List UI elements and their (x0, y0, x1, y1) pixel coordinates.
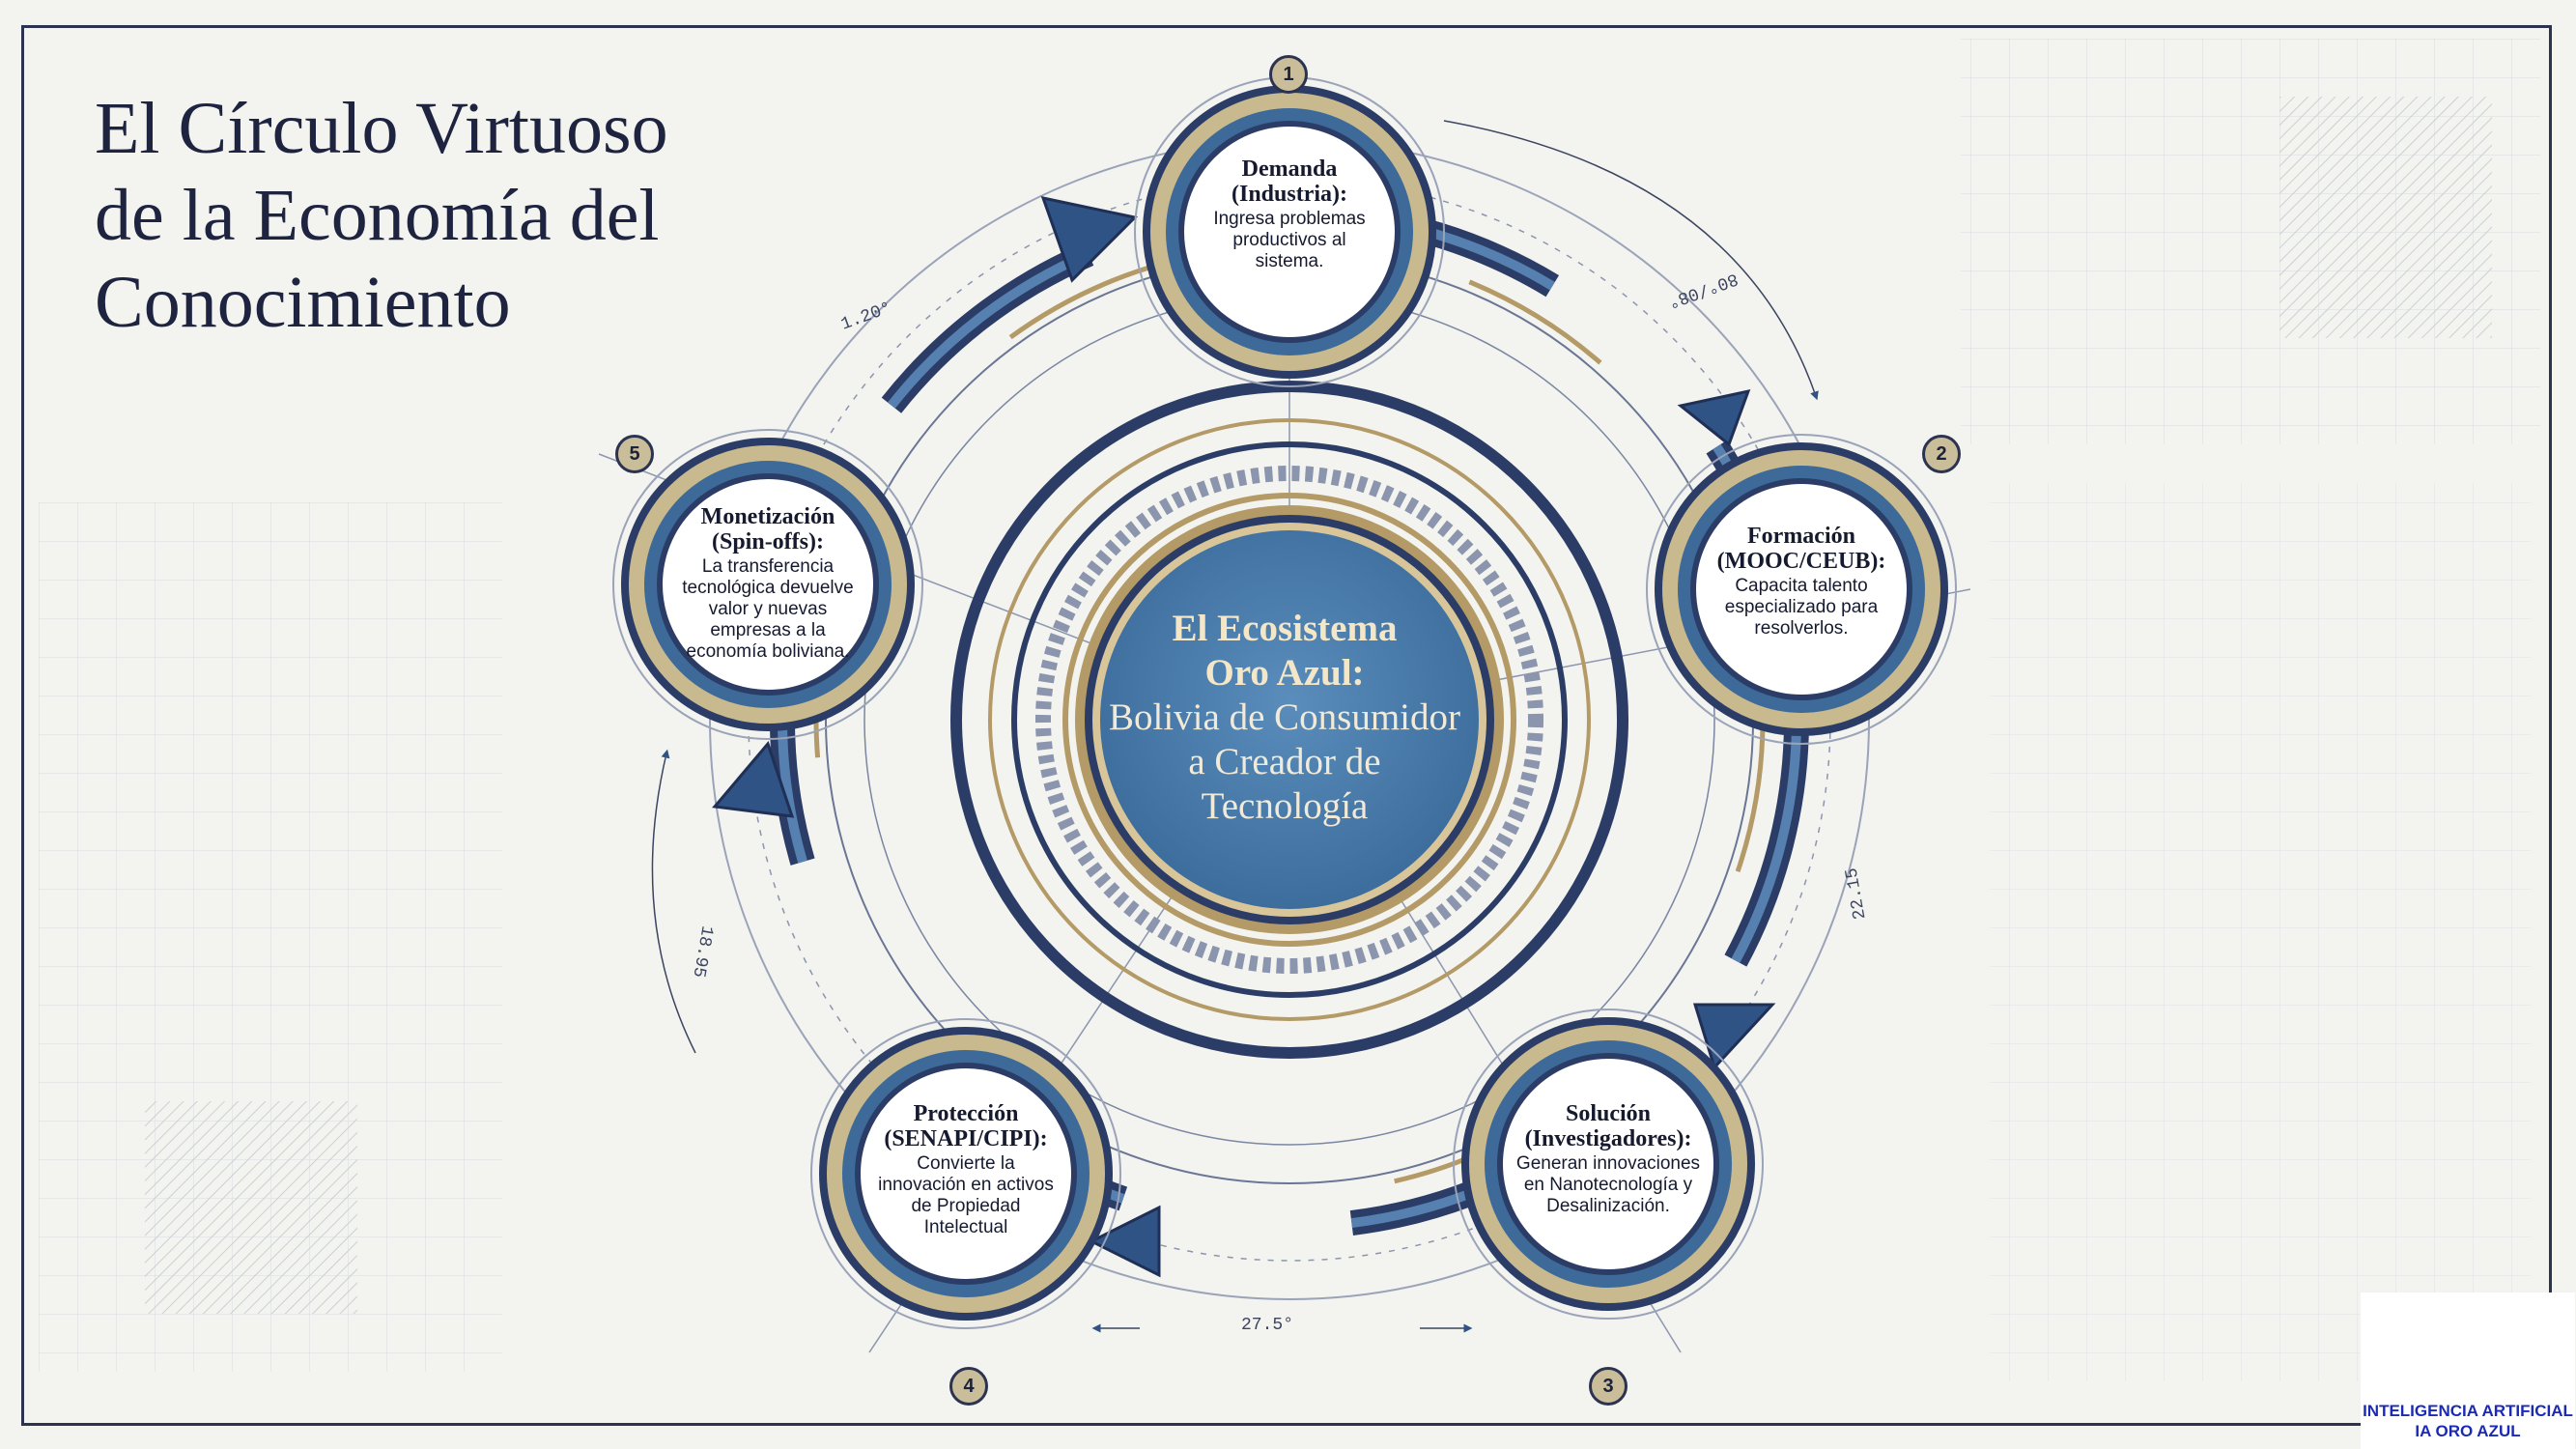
center-line-2: Oro Azul: (1204, 652, 1365, 694)
node-circle-3 (1453, 1009, 1764, 1320)
step-5-title: Monetización (Spin-offs): (700, 504, 835, 554)
title-line-3: Conocimiento (95, 262, 511, 343)
step-5-body: La transferencia tecnológica devuelve va… (682, 556, 854, 662)
logo-line-1: INTELIGENCIA ARTIFICIAL (2363, 1402, 2573, 1420)
arrow-5-to-1 (1040, 195, 1139, 283)
title-line-2: de la Economía del (95, 175, 660, 256)
step-4-number: 4 (949, 1367, 988, 1406)
step-3-body: Generan innovaciones en Nanotecnología y… (1515, 1153, 1701, 1216)
logo: INTELIGENCIA ARTIFICIAL IA ORO AZUL (2361, 1293, 2575, 1447)
step-5-number: 5 (615, 435, 654, 473)
center-line-4: a Creador de (1188, 741, 1381, 782)
step-2-number: 2 (1922, 435, 1961, 473)
step-4-title: Protección (SENAPI/CIPI): (884, 1101, 1048, 1151)
step-1-node: Demanda (Industria): Ingresa problemas p… (1203, 156, 1376, 272)
dimension-lines (651, 120, 1819, 1333)
node-circles (612, 76, 1957, 1329)
step-1-body: Ingresa problemas productivos al sistema… (1213, 209, 1366, 271)
node-circle-4 (810, 1018, 1121, 1329)
dimension-label: 27.5° (1241, 1316, 1294, 1335)
hatch-top-right (2279, 97, 2492, 338)
grid-zone-bottom-right (1990, 483, 2531, 1381)
step-3-number: 3 (1589, 1367, 1628, 1406)
page-title: El Círculo Virtuoso de la Economía del C… (95, 85, 829, 346)
arrow-3-to-4 (1088, 1205, 1161, 1278)
center-line-5: Tecnología (1201, 785, 1369, 827)
hatch-bottom-left (145, 1101, 357, 1314)
center-label: El Ecosistema Oro Azul: Bolivia de Consu… (1072, 607, 1497, 829)
step-4-node: Protección (SENAPI/CIPI): Convierte la i… (874, 1101, 1058, 1238)
step-1-number: 1 (1269, 55, 1308, 94)
title-line-1: El Círculo Virtuoso (95, 88, 668, 169)
step-2-title: Formación (MOOC/CEUB): (1716, 524, 1886, 574)
step-1-title: Demanda (Industria): (1231, 156, 1347, 207)
node-circle-1 (1134, 76, 1445, 387)
node-circle-2 (1646, 434, 1957, 745)
page-frame (21, 25, 2552, 1426)
center-disc (1075, 505, 1504, 934)
step-2-node: Formación (MOOC/CEUB): Capacita talento … (1712, 524, 1891, 639)
step-3-node: Solución (Investigadores): Generan innov… (1514, 1101, 1703, 1217)
logo-line-2: IA ORO AZUL (2415, 1422, 2521, 1440)
arrow-1-to-2 (1677, 388, 1751, 447)
logo-text: INTELIGENCIA ARTIFICIAL IA ORO AZUL (2361, 1401, 2575, 1441)
step-2-body: Capacita talento especializado para reso… (1724, 576, 1879, 639)
arrow-4-to-5 (712, 740, 795, 818)
step-5-node: Monetización (Spin-offs): La transferenc… (676, 504, 860, 663)
center-line-1: El Ecosistema (1172, 608, 1398, 649)
step-3-title: Solución (Investigadores): (1524, 1101, 1692, 1151)
step-4-body: Convierte la innovación en activos de Pr… (878, 1153, 1054, 1237)
node-circle-5 (612, 429, 923, 740)
center-line-3: Bolivia de Consumidor (1109, 696, 1460, 738)
